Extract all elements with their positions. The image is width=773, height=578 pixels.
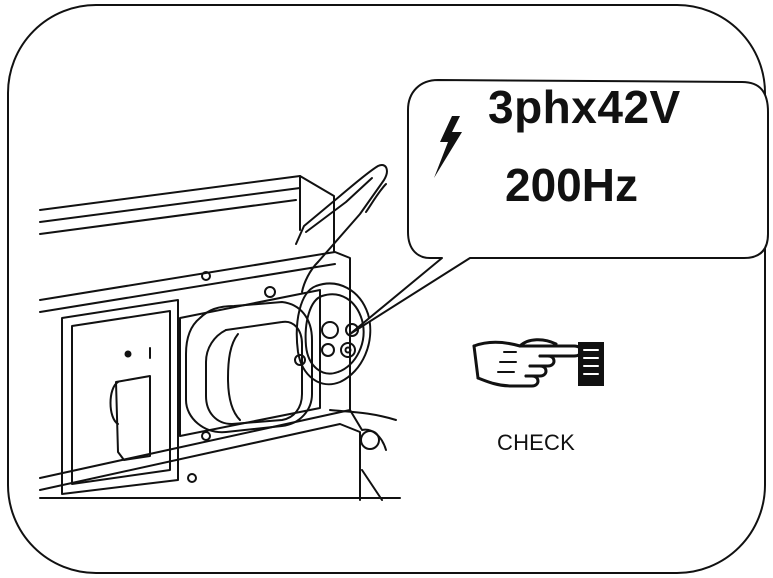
generator-illustration (39, 164, 401, 501)
voltage-rating-label: 3phx42V (488, 81, 681, 133)
pointing-hand-icon (472, 338, 604, 388)
check-label: CHECK (497, 430, 576, 455)
frequency-rating-label: 200Hz (505, 159, 638, 211)
lightning-bolt-icon (434, 116, 462, 178)
